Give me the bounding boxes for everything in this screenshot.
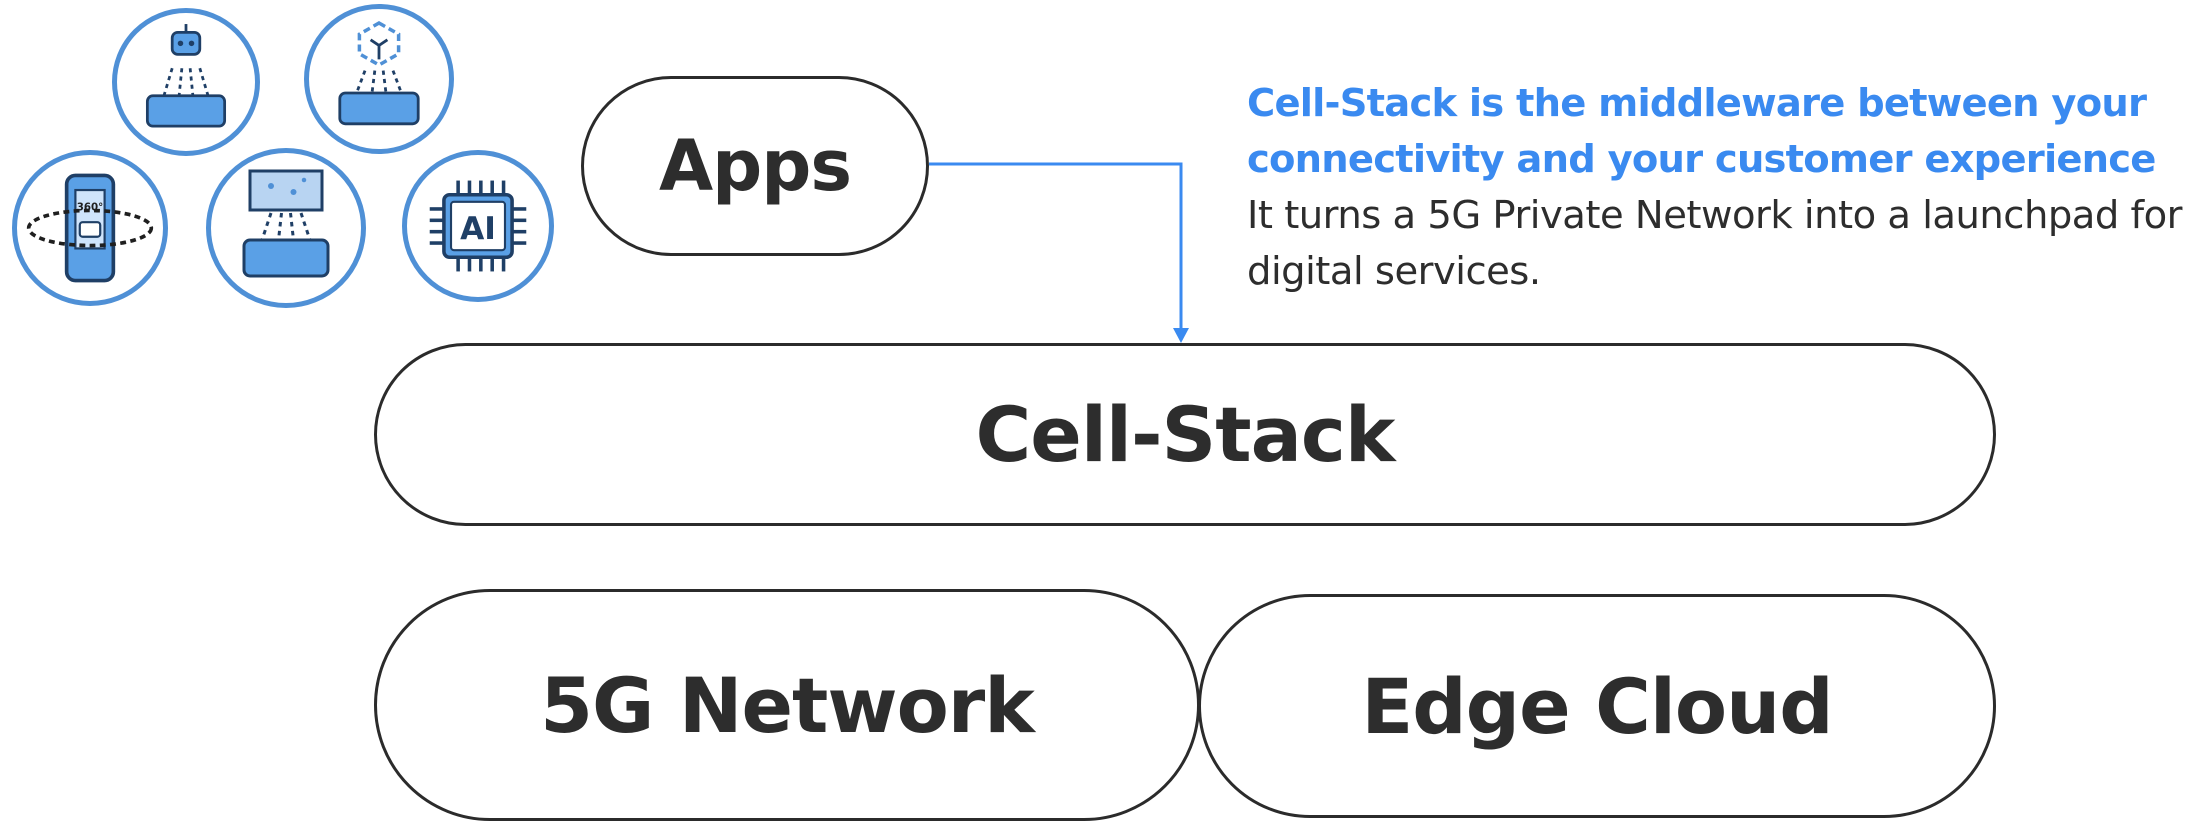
headline-line-1: Cell-Stack is the middleware between you… [1247,81,2147,126]
description-block: Cell-Stack is the middleware between you… [1247,76,2187,300]
5g-network-box: 5G Network [374,589,1200,821]
camera-360-icon: 360° [12,150,168,306]
cellstack-box: Cell-Stack [374,343,1996,526]
hologram-phone-icon [206,148,366,308]
ai-chip-icon: AI [402,150,554,302]
body-line-2: digital services. [1247,249,1541,294]
body-line-1: It turns a 5G Private Network into a lau… [1247,193,2183,238]
5g-network-label: 5G Network [540,660,1035,750]
camera-360-label: 360° [77,202,103,213]
edge-cloud-label: Edge Cloud [1361,661,1833,751]
ai-chip-label: AI [460,211,496,247]
cellstack-label: Cell-Stack [975,390,1396,479]
edge-cloud-box: Edge Cloud [1198,594,1996,818]
apps-box: Apps [581,76,929,256]
ar-cube-phone-icon [304,4,454,154]
apps-label: Apps [658,125,852,207]
robot-phone-icon [112,8,260,156]
headline-line-2: connectivity and your customer experienc… [1247,137,2156,182]
